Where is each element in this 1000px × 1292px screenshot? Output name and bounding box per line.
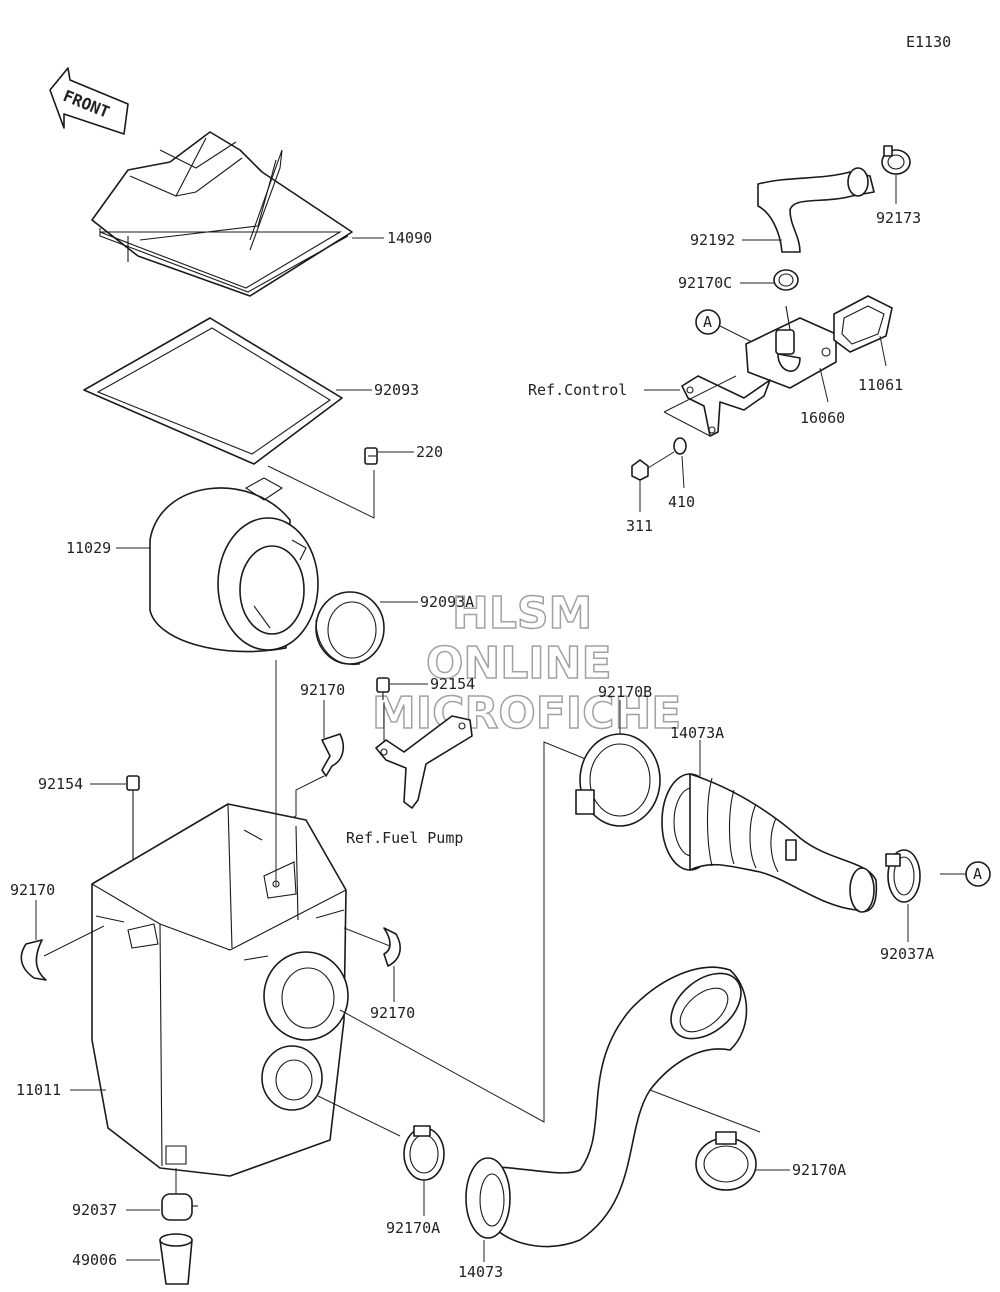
- control-bracket[interactable]: [681, 375, 771, 437]
- fuel-pump-bracket[interactable]: [375, 715, 473, 809]
- intake-duct-14073[interactable]: [465, 960, 753, 1248]
- label-14073A: 14073A: [670, 724, 724, 742]
- ref-a-bottom-label: A: [973, 865, 982, 883]
- label-92170-left: 92170: [10, 881, 55, 899]
- air-cleaner-cover[interactable]: [91, 131, 353, 297]
- label-92154-mid: 92154: [430, 675, 475, 693]
- ref-a-top: A: [695, 309, 721, 335]
- label-11061: 11061: [858, 376, 903, 394]
- bellows-duct-14073A[interactable]: [661, 773, 878, 913]
- label-92170-right: 92170: [370, 1004, 415, 1022]
- label-92037A: 92037A: [880, 945, 934, 963]
- label-49006: 49006: [72, 1251, 117, 1269]
- watermark-line-3: MICROFICHE: [372, 688, 681, 739]
- label-220: 220: [416, 443, 443, 461]
- label-92170B: 92170B: [598, 683, 652, 701]
- label-92170A-right: 92170A: [792, 1161, 846, 1179]
- nut-311[interactable]: [631, 459, 649, 481]
- drain-tube-49006[interactable]: [159, 1233, 193, 1285]
- air-filter-element[interactable]: [149, 477, 319, 653]
- label-92037: 92037: [72, 1201, 117, 1219]
- clamp-92170B[interactable]: [575, 733, 661, 827]
- watermark-line-2: ONLINE: [426, 638, 612, 689]
- label-92170C: 92170C: [678, 274, 732, 292]
- clamp-92037[interactable]: [161, 1193, 198, 1221]
- label-92173: 92173: [876, 209, 921, 227]
- watermark-line-1: HLSM: [452, 588, 592, 639]
- label-92154-left: 92154: [38, 775, 83, 793]
- clamp-92037A[interactable]: [885, 849, 921, 903]
- label-11011: 11011: [16, 1081, 61, 1099]
- washer-410[interactable]: [673, 437, 687, 455]
- label-92170-top: 92170: [300, 681, 345, 699]
- label-92093A: 92093A: [420, 593, 474, 611]
- label-410: 410: [668, 493, 695, 511]
- clamp-92170A-right[interactable]: [695, 1131, 757, 1191]
- label-11029: 11029: [66, 539, 111, 557]
- label-ref-fuel-pump: Ref.Fuel Pump: [346, 829, 463, 847]
- clip-92170-right[interactable]: [383, 927, 401, 967]
- clamp-92173[interactable]: [881, 145, 911, 175]
- ref-a-top-label: A: [703, 313, 712, 331]
- air-cleaner-housing[interactable]: [91, 803, 349, 1177]
- label-92192: 92192: [690, 231, 735, 249]
- clamp-92170C[interactable]: [773, 269, 799, 291]
- label-92170A-mid: 92170A: [386, 1219, 440, 1237]
- screw-220[interactable]: [364, 447, 378, 465]
- front-arrow-icon: FRONT: [49, 67, 129, 135]
- label-ref-control: Ref.Control: [528, 381, 627, 399]
- seal-ring-92093A[interactable]: [315, 591, 385, 666]
- watermark: HLSM ONLINE MICROFICHE: [371, 587, 682, 740]
- clip-92170-top[interactable]: [321, 733, 345, 777]
- gasket-11061[interactable]: [833, 295, 893, 353]
- label-92093: 92093: [374, 381, 419, 399]
- label-14073: 14073: [458, 1263, 503, 1281]
- control-housing[interactable]: [745, 305, 837, 389]
- label-311: 311: [626, 517, 653, 535]
- gasket-92093[interactable]: [83, 317, 343, 465]
- diagram-code: E1130: [906, 33, 951, 51]
- label-14090: 14090: [387, 229, 432, 247]
- hose-92192[interactable]: [757, 167, 875, 253]
- label-16060: 16060: [800, 409, 845, 427]
- clamp-92170A-mid[interactable]: [403, 1125, 445, 1181]
- ref-a-bottom: A: [965, 861, 991, 887]
- clip-92170-left[interactable]: [20, 939, 47, 981]
- bolt-92154-mid[interactable]: [376, 677, 390, 700]
